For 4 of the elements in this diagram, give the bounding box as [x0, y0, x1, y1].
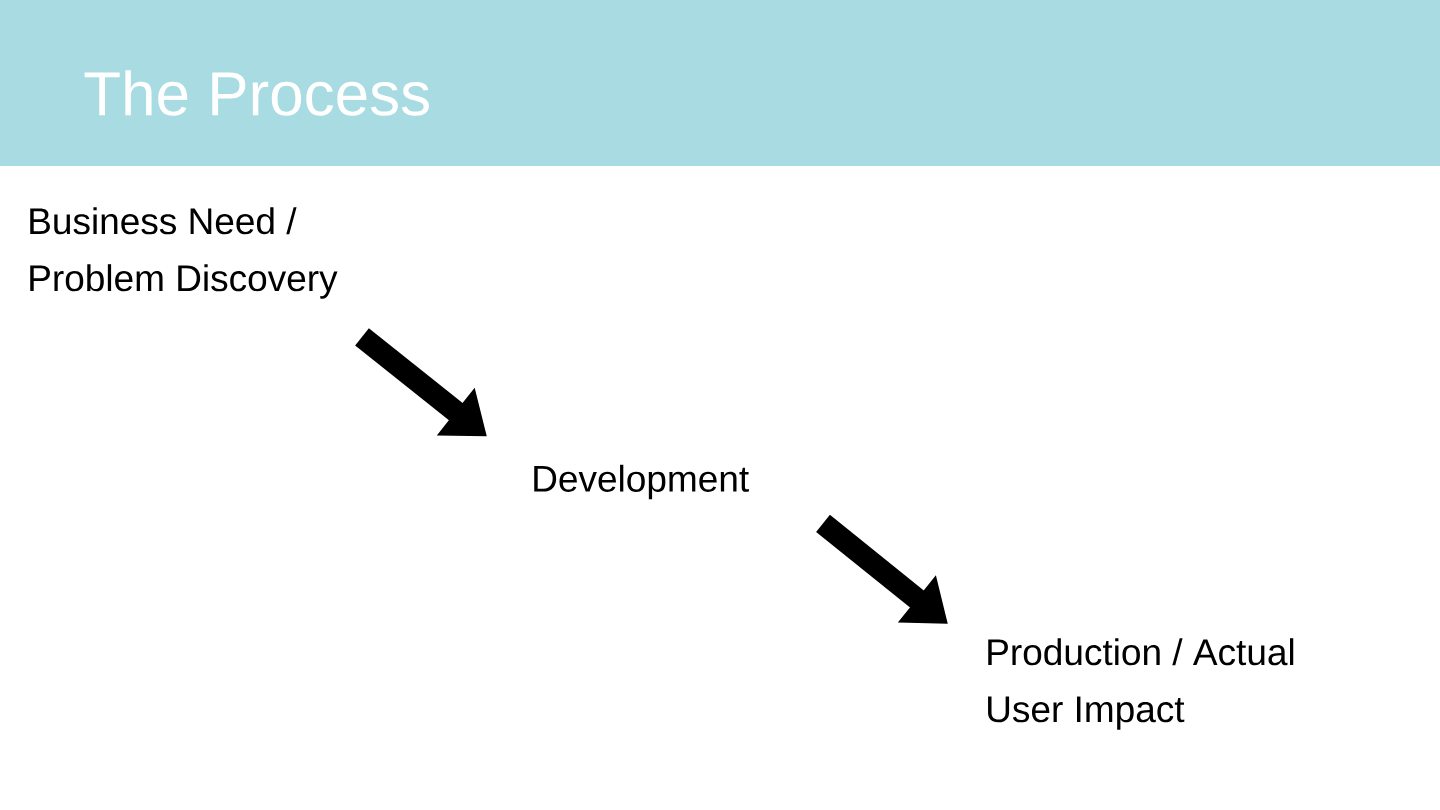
step-label: Business Need / Problem Discovery — [30, 207, 338, 299]
step-label: Development — [534, 464, 749, 500]
slide-title: The Process — [84, 70, 429, 116]
step-label: Production / Actual User Impact — [988, 638, 1294, 730]
